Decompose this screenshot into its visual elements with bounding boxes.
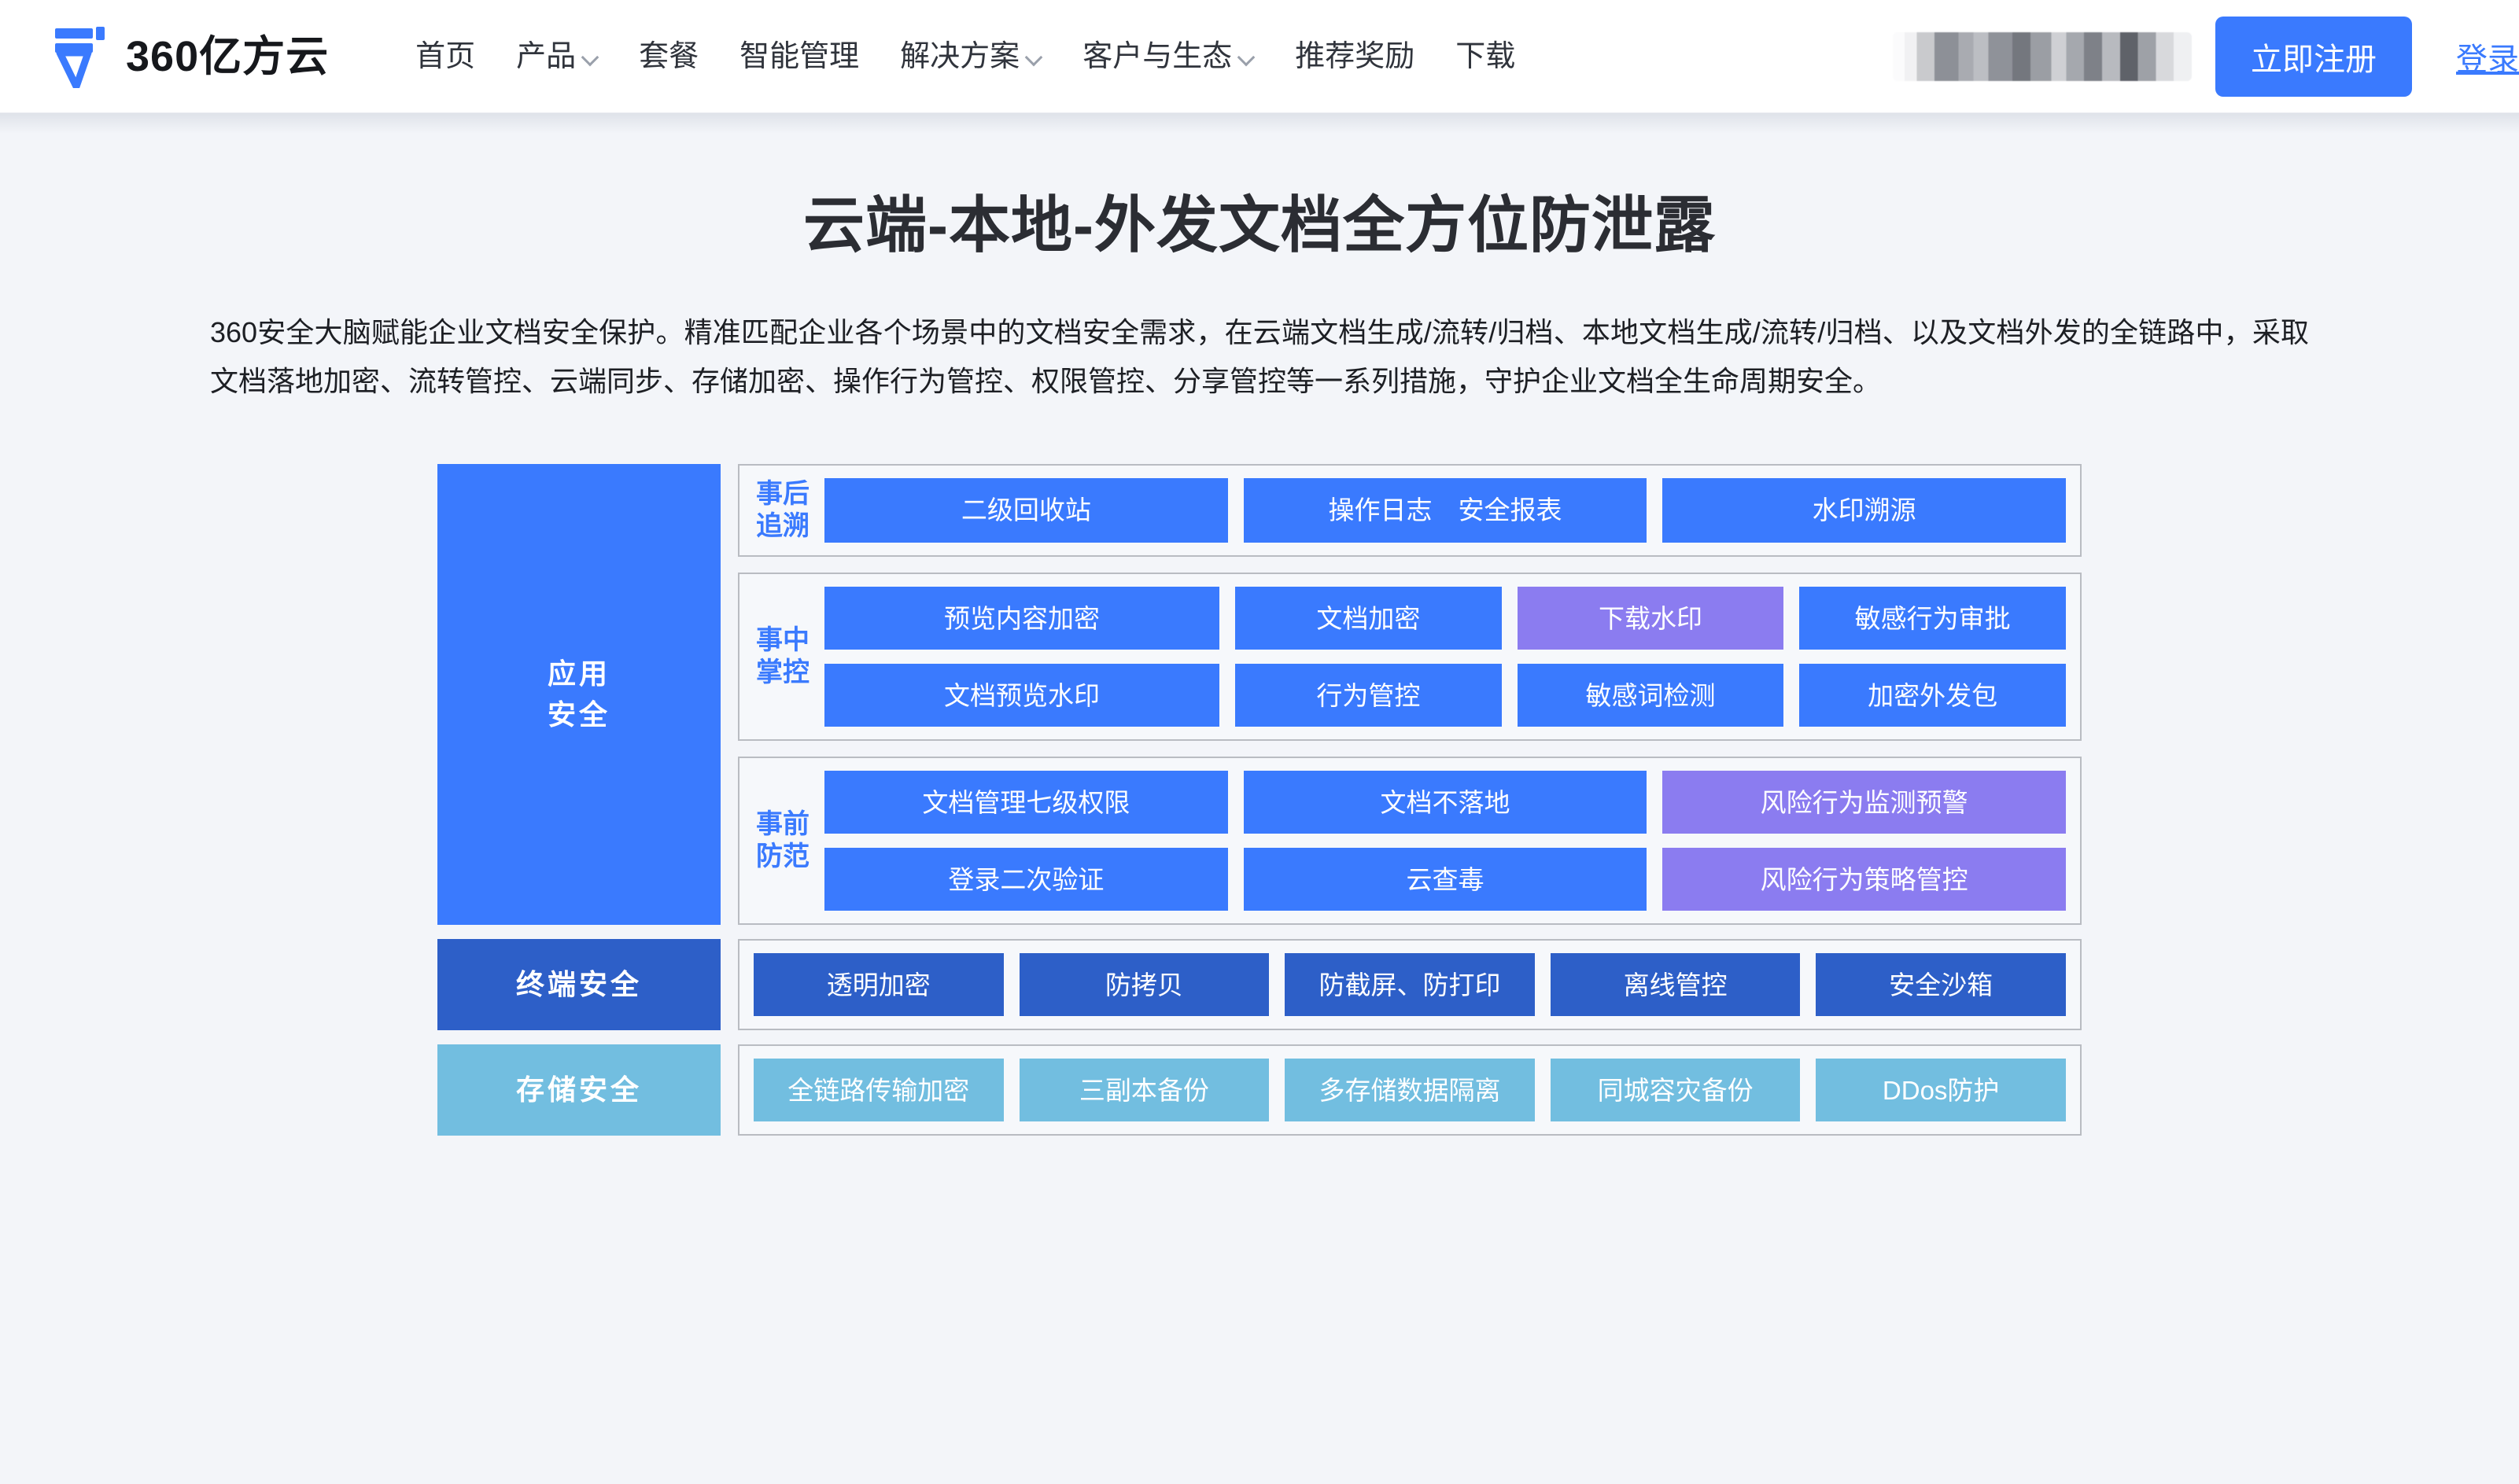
tile-offline-control[interactable]: 离线管控: [1550, 953, 1801, 1017]
tile-document-encryption[interactable]: 文档加密: [1235, 587, 1502, 650]
layer-label-line2: 安全: [547, 698, 610, 731]
group-label-pre-incident-prevention: 事前 防范: [754, 771, 812, 911]
tile-row: 文档管理七级权限 文档不落地 风险行为监测预警: [824, 771, 2067, 834]
security-architecture-diagram: 应用 安全 事后 追溯 二级回收站 操: [437, 463, 2082, 1136]
group-label-line2: 追溯: [756, 510, 810, 541]
page-body: 云端-本地-外发文档全方位防泄露 360安全大脑赋能企业文档安全保护。精准匹配企…: [0, 113, 2519, 1484]
chevron-down-icon: [1240, 51, 1254, 65]
group-label-post-incident-tracing: 事后 追溯: [754, 478, 812, 543]
tile-operation-log-security-report[interactable]: 操作日志 安全报表: [1243, 477, 1647, 543]
group-rows: 透明加密 防拷贝 防截屏、防打印 离线管控 安全沙箱: [754, 953, 2066, 1017]
chevron-down-icon: [1027, 51, 1042, 65]
tile-triple-replica-backup[interactable]: 三副本备份: [1019, 1059, 1270, 1122]
layer-endpoint-security: 终端安全 透明加密 防拷贝 防截屏、防打印 离线管控 安全沙箱: [437, 939, 2082, 1031]
tile-secondary-recycle-bin[interactable]: 二级回收站: [824, 477, 1228, 543]
nav-item-products-label: 产品: [516, 39, 577, 73]
tile-download-watermark[interactable]: 下载水印: [1517, 587, 1784, 650]
group-label-line1: 事中: [756, 624, 810, 655]
login-link[interactable]: 登录: [2456, 42, 2519, 77]
layer-body-storage-security: 全链路传输加密 三副本备份 多存储数据隔离 同城容灾备份 DDos防护: [738, 1044, 2082, 1136]
group-label-line2: 掌控: [756, 657, 810, 688]
nav-item-plans[interactable]: 套餐: [618, 34, 719, 79]
tile-behavior-control[interactable]: 行为管控: [1235, 664, 1502, 727]
nav-item-products[interactable]: 产品: [496, 34, 618, 79]
tile-row: 全链路传输加密 三副本备份 多存储数据隔离 同城容灾备份 DDos防护: [754, 1059, 2066, 1122]
redacted-user-label: [1893, 32, 2192, 81]
layer-application-security: 应用 安全 事后 追溯 二级回收站 操: [437, 463, 2082, 926]
360-yifangyun-logo-icon: [55, 26, 105, 88]
nav-item-solutions[interactable]: 解决方案: [880, 34, 1062, 79]
tile-row: 二级回收站 操作日志 安全报表 水印溯源: [824, 477, 2067, 543]
layer-label-endpoint-security: 终端安全: [437, 939, 721, 1031]
tile-same-city-disaster-recovery-backup[interactable]: 同城容灾备份: [1550, 1059, 1801, 1122]
tile-encrypted-outgoing-package[interactable]: 加密外发包: [1799, 664, 2067, 727]
nav-item-referral-rewards-label: 推荐奖励: [1295, 39, 1415, 73]
layer-label-application-security: 应用 安全: [437, 463, 721, 926]
group-label-line1: 事后: [756, 478, 810, 509]
group-label-line1: 事前: [756, 808, 810, 839]
group-rows: 文档管理七级权限 文档不落地 风险行为监测预警 登录二次验证 云查毒 风险行为策…: [824, 771, 2067, 911]
tile-risk-behavior-monitoring-alert[interactable]: 风险行为监测预警: [1662, 771, 2067, 834]
tile-row: 登录二次验证 云查毒 风险行为策略管控: [824, 848, 2067, 911]
group-pre-incident-prevention: 事前 防范 文档管理七级权限 文档不落地 风险行为监测预警 登录二次验证 云查毒: [738, 757, 2082, 926]
group-endpoint-security: 透明加密 防拷贝 防截屏、防打印 离线管控 安全沙箱: [738, 939, 2082, 1031]
group-in-process-control: 事中 掌控 预览内容加密 文档加密 下载水印 敏感行为审批 文档预览水印: [738, 573, 2082, 742]
nav-item-smart-management[interactable]: 智能管理: [719, 34, 880, 79]
layer-body-endpoint-security: 透明加密 防拷贝 防截屏、防打印 离线管控 安全沙箱: [738, 939, 2082, 1031]
nav-item-customers-ecosystem[interactable]: 客户与生态: [1062, 34, 1274, 79]
nav-item-home-label: 首页: [415, 39, 476, 73]
tile-sensitive-word-detection[interactable]: 敏感词检测: [1517, 664, 1784, 727]
tile-security-sandbox[interactable]: 安全沙箱: [1816, 953, 2066, 1017]
group-rows: 全链路传输加密 三副本备份 多存储数据隔离 同城容灾备份 DDos防护: [754, 1059, 2066, 1122]
register-button[interactable]: 立即注册: [2215, 17, 2412, 97]
hero-section: 云端-本地-外发文档全方位防泄露 360安全大脑赋能企业文档安全保护。精准匹配企…: [197, 113, 2322, 406]
brand-name: 360亿方云: [126, 32, 330, 80]
page-title: 云端-本地-外发文档全方位防泄露: [803, 190, 1716, 260]
group-label-line2: 防范: [756, 841, 810, 872]
tile-ddos-protection[interactable]: DDos防护: [1816, 1059, 2066, 1122]
main-nav: 首页 产品 套餐 智能管理 解决方案 客户与生态 推荐奖励 下载: [395, 34, 1536, 79]
tile-row: 文档预览水印 行为管控 敏感词检测 加密外发包: [824, 664, 2067, 727]
layer-label-storage-security: 存储安全: [437, 1044, 721, 1136]
nav-item-referral-rewards[interactable]: 推荐奖励: [1274, 34, 1435, 79]
hero-description: 360安全大脑赋能企业文档安全保护。精准匹配企业各个场景中的文档安全需求，在云端…: [210, 315, 2309, 397]
nav-item-plans-label: 套餐: [639, 39, 699, 73]
tile-sensitive-behavior-approval[interactable]: 敏感行为审批: [1799, 587, 2067, 650]
tile-row: 透明加密 防拷贝 防截屏、防打印 离线管控 安全沙箱: [754, 953, 2066, 1017]
site-header: 360亿方云 首页 产品 套餐 智能管理 解决方案 客户与生态 推荐奖励 下载: [0, 0, 2519, 113]
group-post-incident-tracing: 事后 追溯 二级回收站 操作日志 安全报表 水印溯源: [738, 463, 2082, 558]
nav-item-solutions-label: 解决方案: [900, 39, 1020, 73]
brand-logo[interactable]: 360亿方云: [52, 25, 329, 88]
layer-body-application-security: 事后 追溯 二级回收站 操作日志 安全报表 水印溯源: [738, 463, 2082, 926]
tile-anti-screenshot-anti-print[interactable]: 防截屏、防打印: [1285, 953, 1535, 1017]
chevron-down-icon: [584, 51, 598, 65]
tile-transparent-encryption[interactable]: 透明加密: [754, 953, 1004, 1017]
tile-document-seven-level-permission[interactable]: 文档管理七级权限: [824, 771, 1228, 834]
tile-document-preview-watermark[interactable]: 文档预览水印: [824, 664, 1219, 727]
tile-anti-copy[interactable]: 防拷贝: [1019, 953, 1270, 1017]
group-label-in-process-control: 事中 掌控: [754, 587, 812, 727]
tile-watermark-tracing[interactable]: 水印溯源: [1662, 477, 2067, 543]
group-rows: 二级回收站 操作日志 安全报表 水印溯源: [824, 477, 2067, 543]
tile-row: 预览内容加密 文档加密 下载水印 敏感行为审批: [824, 587, 2067, 650]
group-storage-security: 全链路传输加密 三副本备份 多存储数据隔离 同城容灾备份 DDos防护: [738, 1044, 2082, 1136]
layer-label-line1: 应用: [547, 657, 610, 690]
tile-preview-content-encryption[interactable]: 预览内容加密: [824, 587, 1219, 650]
tile-risk-behavior-policy-control[interactable]: 风险行为策略管控: [1662, 848, 2067, 911]
header-actions: 立即注册 登录: [1893, 0, 2519, 113]
tile-document-no-local-storage[interactable]: 文档不落地: [1243, 771, 1647, 834]
nav-item-download-label: 下载: [1455, 39, 1516, 73]
nav-item-home[interactable]: 首页: [395, 34, 496, 79]
layer-storage-security: 存储安全 全链路传输加密 三副本备份 多存储数据隔离 同城容灾备份 DDos防护: [437, 1044, 2082, 1136]
nav-item-smart-management-label: 智能管理: [739, 39, 860, 73]
tile-login-two-factor-verification[interactable]: 登录二次验证: [824, 848, 1228, 911]
tile-full-link-transmission-encryption[interactable]: 全链路传输加密: [754, 1059, 1004, 1122]
group-rows: 预览内容加密 文档加密 下载水印 敏感行为审批 文档预览水印 行为管控 敏感词检…: [824, 587, 2067, 727]
nav-item-customers-ecosystem-label: 客户与生态: [1082, 39, 1233, 73]
tile-cloud-antivirus[interactable]: 云查毒: [1243, 848, 1647, 911]
nav-item-download[interactable]: 下载: [1435, 34, 1536, 79]
tile-multi-storage-data-isolation[interactable]: 多存储数据隔离: [1285, 1059, 1535, 1122]
